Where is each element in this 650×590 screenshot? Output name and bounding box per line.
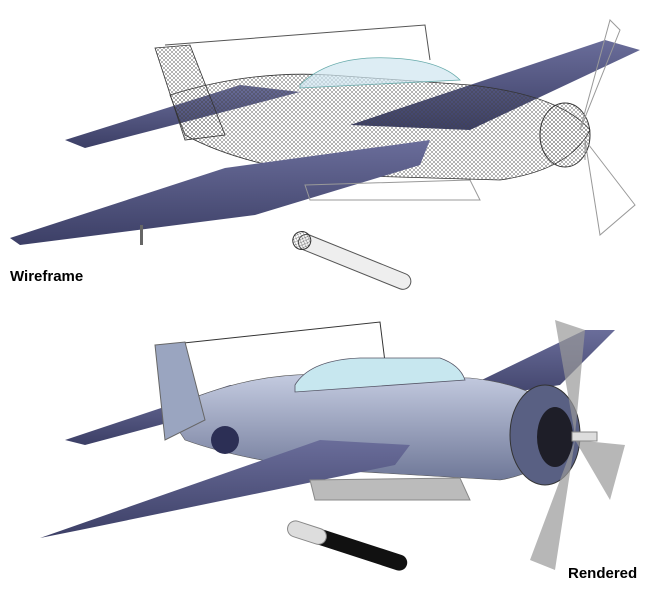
vertical-tail (154, 341, 206, 441)
torpedo (287, 520, 408, 571)
engine-cowling (539, 102, 591, 168)
vertical-tail (154, 44, 226, 141)
propeller-outline (579, 19, 636, 236)
left-wing (40, 440, 410, 538)
antenna-wire (164, 24, 431, 61)
landing-gear (140, 225, 143, 245)
spinner (571, 431, 598, 442)
canopy (299, 57, 461, 89)
wireframe-label: Wireframe (10, 268, 84, 285)
wireframe-plane (10, 19, 640, 290)
rendered-plane (40, 320, 625, 571)
left-wing (10, 140, 430, 245)
insignia (211, 426, 239, 454)
engine-intake (537, 407, 573, 467)
antenna-wire (164, 321, 386, 363)
rendered-label: Rendered (568, 565, 638, 582)
propeller (530, 320, 625, 570)
bomb-bay (304, 179, 481, 201)
bomb-bay (309, 477, 471, 501)
torpedo (292, 231, 412, 290)
canopy (294, 357, 466, 393)
